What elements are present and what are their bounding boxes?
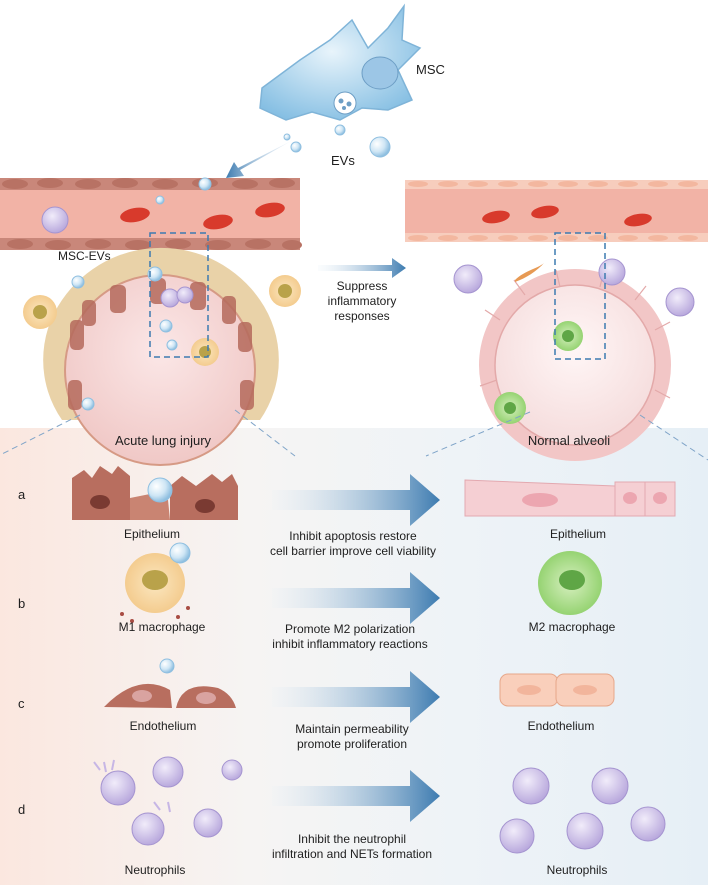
zoom-box-left (149, 232, 209, 358)
row-c-arrow-text: Maintain permeability promote proliferat… (295, 722, 409, 751)
zoom-box-right (554, 232, 606, 360)
zoom-line (234, 409, 296, 457)
neutrophils-free (453, 258, 695, 317)
row-d-letter: d (18, 802, 26, 817)
neutrophils-normal (499, 767, 666, 854)
row-a-right-label: Epithelium (549, 527, 607, 541)
row-a-arrow-text: Inhibit apoptosis restore cell barrier i… (269, 529, 437, 558)
msc-evs-label: MSC-EVs (58, 249, 111, 263)
row-d-arrow (272, 770, 440, 822)
row-b-left-label: M1 macrophage (118, 620, 206, 634)
zoom-line (425, 411, 531, 457)
row-d-right-label: Neutrophils (546, 863, 608, 877)
healthy-endothelium (499, 673, 615, 707)
m1-macrophage-free (23, 275, 301, 329)
row-a-left-label: Epithelium (123, 527, 181, 541)
injured-blood-vessel (0, 177, 302, 250)
normal-blood-vessel (405, 180, 708, 242)
m1-macrophage (120, 542, 191, 623)
row-c-arrow (272, 671, 440, 723)
ev-delivery-arrow (226, 140, 293, 178)
damaged-endothelium (104, 658, 236, 708)
m2-macrophage (538, 551, 602, 615)
row-a-letter: a (18, 487, 26, 502)
row-c-left-label: Endothelium (129, 719, 197, 733)
evs-label: EVs (331, 153, 355, 168)
row-d-left-label: Neutrophils (124, 863, 186, 877)
suppress-arrow (318, 258, 406, 278)
row-b-arrow (272, 572, 440, 624)
transition-label: Suppress inflammatory responses (327, 279, 397, 323)
damaged-epithelium (72, 466, 238, 520)
left-caption: Acute lung injury (114, 433, 212, 448)
msc-cell (259, 3, 422, 121)
row-c-letter: c (18, 696, 25, 711)
row-b-arrow-text: Promote M2 polarization inhibit inflamma… (272, 622, 428, 651)
right-caption: Normal alveoli (527, 433, 611, 448)
extracellular-vesicles (283, 124, 391, 158)
row-b-letter: b (18, 596, 26, 611)
row-d-arrow-text: Inhibit the neutrophil infiltration and … (271, 832, 433, 861)
healthy-epithelium (464, 479, 676, 517)
row-c-right-label: Endothelium (527, 719, 595, 733)
row-a-arrow (272, 474, 440, 526)
zoom-line (0, 414, 81, 456)
injured-alveolus (43, 247, 279, 466)
msc-label: MSC (416, 62, 445, 77)
neutrophils-nets (93, 756, 243, 846)
row-b-right-label: M2 macrophage (528, 620, 616, 634)
zoom-line (639, 414, 708, 461)
